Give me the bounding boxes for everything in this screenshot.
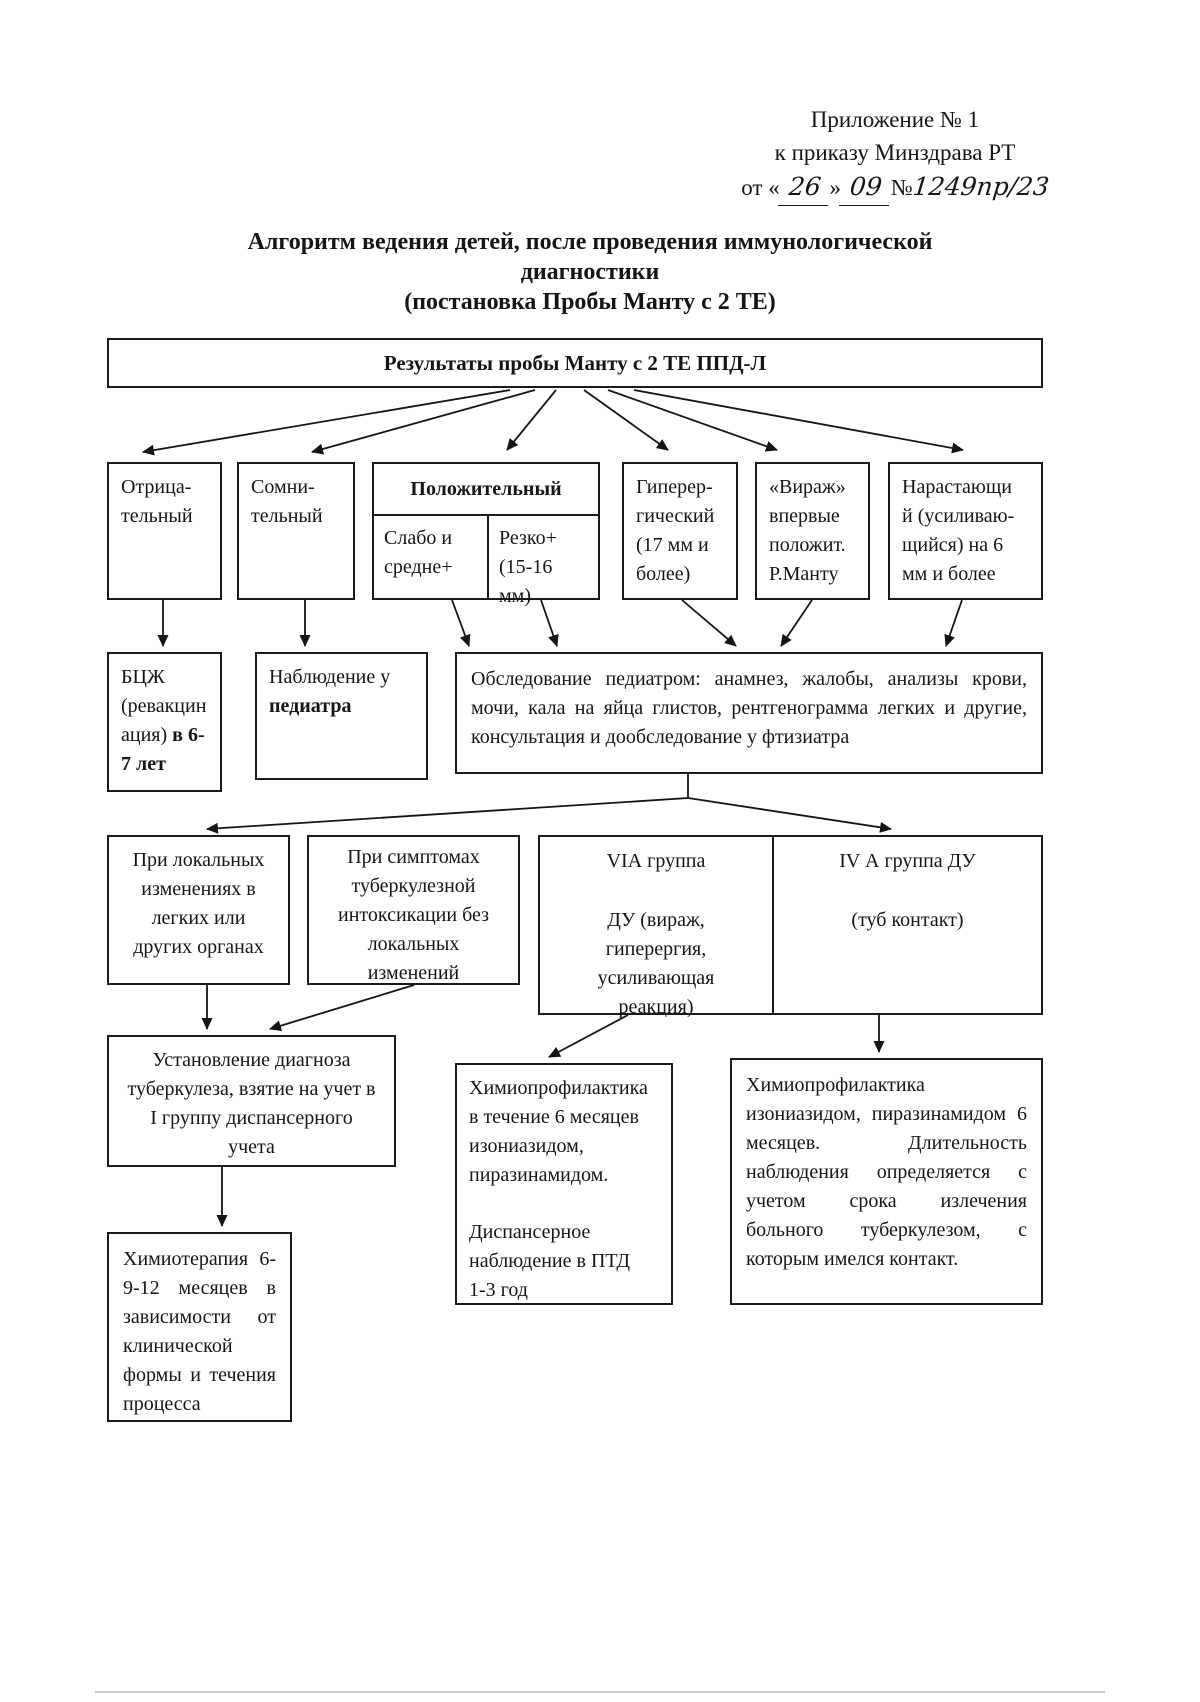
group-4a-body: (туб контакт) — [851, 909, 964, 931]
positive-result-label: Положительный — [374, 464, 598, 516]
pediatrician-line-1: Наблюдение у — [269, 666, 391, 688]
header-number-handwritten: 1249пр/23 — [911, 172, 1051, 202]
root-box-label: Результаты пробы Манту с 2 ТЕ ППД-Л — [383, 350, 767, 375]
chemoprophylaxis-6a-paragraph-1: Химиопрофилактика в течение 6 месяцев из… — [469, 1077, 648, 1186]
pediatrician-observation-box: Наблюдение у педиатра — [255, 652, 428, 780]
negative-result-box: Отрица- тельный — [107, 462, 222, 600]
group-4a-title: IV А группа ДУ — [839, 850, 976, 872]
header-order: к приказу Минздрава РТ — [774, 139, 1016, 165]
bcg-revaccination-box: БЦЖ (ревакцин ация) в 6- 7 лет — [107, 652, 222, 792]
group-6a-body: ДУ (вираж, гиперергия, усиливающая реакц… — [597, 909, 715, 1018]
examination-box: Обследование педиатром: анамнез, жалобы,… — [455, 652, 1043, 774]
local-changes-box: При локальных изменениях в легких или др… — [107, 835, 290, 985]
bcg-text: БЦЖ (ревакцин ация) — [121, 666, 207, 746]
title-line-2: диагностики — [520, 258, 660, 285]
chemoprophylaxis-6a-paragraph-2: Диспансерное наблюдение в ПТД 1-3 год — [469, 1221, 630, 1301]
positive-weak-cell: Слабо и средне+ — [374, 516, 489, 600]
document-title: Алгоритм ведения детей, после проведения… — [10, 228, 1170, 317]
hyperergic-result-box: Гиперер- гический (17 мм и более) — [622, 462, 738, 600]
increasing-result-box: Нарастающи й (усиливаю- щийся) на 6 мм и… — [888, 462, 1043, 600]
scan-artifact-line — [95, 1691, 1105, 1693]
positive-result-box: Положительный Слабо и средне+ Резко+ (15… — [372, 462, 600, 607]
positive-sharp-cell: Резко+ (15-16 мм) — [499, 527, 557, 607]
header-appendix: Приложение № 1 — [810, 107, 980, 132]
chemotherapy-box: Химиотерапия 6-9-12 месяцев в зависимост… — [107, 1232, 292, 1422]
title-line-3: (постановка Пробы Манту с 2 ТЕ) — [404, 288, 776, 315]
root-box-mantoux-results: Результаты пробы Манту с 2 ТЕ ППД-Л — [107, 338, 1043, 388]
chemoprophylaxis-6a-box: Химиопрофилактика в течение 6 месяцев из… — [455, 1063, 673, 1305]
intoxication-symptoms-box: При симптомах туберкулезной интоксикации… — [307, 835, 520, 985]
pediatrician-line-2: педиатра — [269, 695, 352, 717]
bcg-age-bold: в 6- 7 лет — [121, 724, 205, 775]
positive-subcells: Слабо и средне+ Резко+ (15-16 мм) — [374, 516, 598, 607]
group-4a-cell: IV А группа ДУ (туб контакт) — [774, 837, 1041, 1013]
dispensary-groups-box: VIА группа ДУ (вираж, гиперергия, усилив… — [538, 835, 1043, 1018]
virage-result-box: «Вираж» впервые положит. Р.Манту — [755, 462, 870, 600]
header-month-handwritten: 09 — [839, 169, 893, 206]
header-date-prefix: от « — [741, 175, 780, 201]
title-line-1: Алгоритм ведения детей, после проведения… — [247, 229, 933, 255]
diagnosis-registration-box: Установление диагноза туберкулеза, взяти… — [107, 1035, 396, 1167]
chemoprophylaxis-4a-box: Химиопрофилактика изониазидом, пиразинам… — [730, 1058, 1043, 1305]
group-6a-cell: VIА группа ДУ (вираж, гиперергия, усилив… — [540, 837, 774, 1018]
document-header: Приложение № 1 к приказу Минздрава РТ от… — [690, 104, 1100, 206]
doubtful-result-box: Сомни- тельный — [237, 462, 355, 600]
header-day-handwritten: 26 — [777, 169, 832, 206]
group-6a-title: VIА группа — [606, 850, 706, 872]
header-number-sign: № — [890, 175, 913, 201]
header-quote-close: » — [829, 175, 842, 201]
